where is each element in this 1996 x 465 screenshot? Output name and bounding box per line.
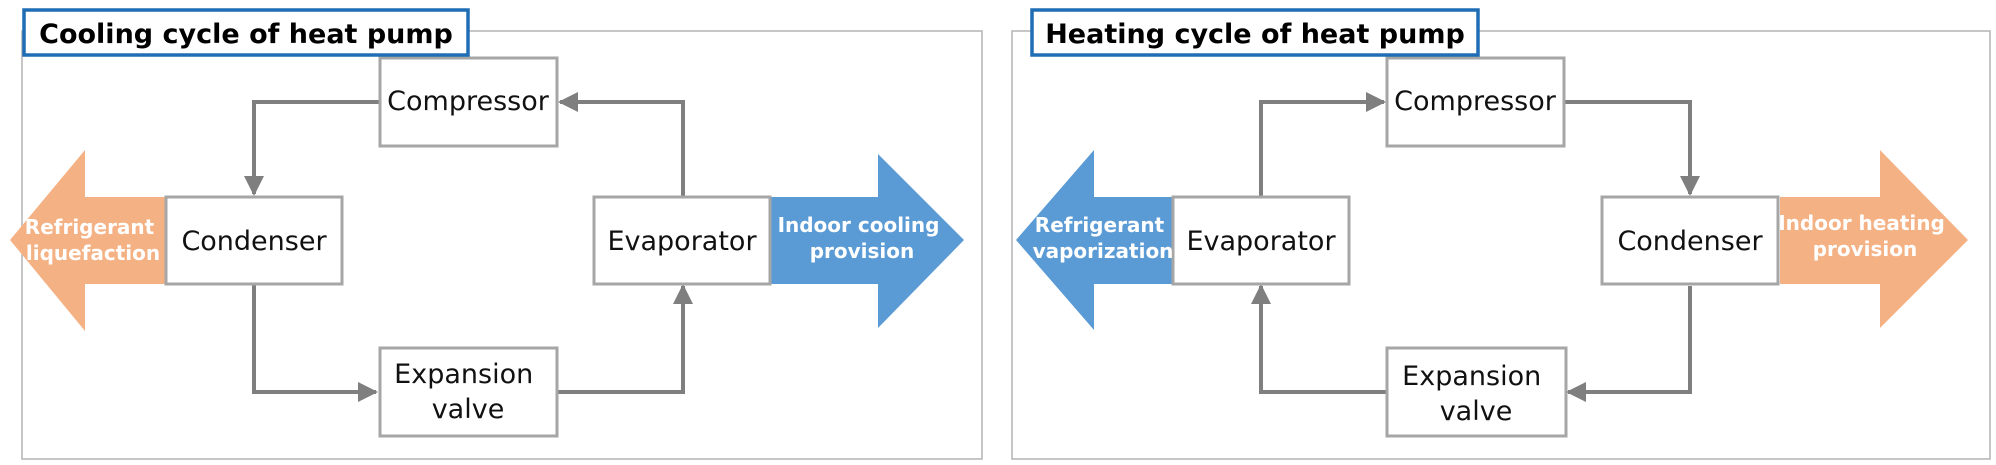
cooling-provision-text: Indoor cooling provision <box>778 213 947 263</box>
cooling-condenser-label: Condenser <box>181 226 327 257</box>
heating-compressor-box <box>1385 56 1566 148</box>
cooling-panel: Compressor Condenser Evaporator Expansio… <box>10 8 983 460</box>
heating-expansion-valve-box <box>1385 346 1568 438</box>
heating-provision-text: Indoor heating provision <box>1778 211 1952 261</box>
cooling-liquefaction-text: Refrigerant liquefaction <box>25 215 161 265</box>
heating-evaporator-box <box>1171 195 1351 286</box>
cooling-evaporator-box <box>592 195 772 286</box>
heating-connector-evaporator-to-compressor <box>1259 92 1386 197</box>
cooling-provision-arrow <box>771 154 964 328</box>
cooling-connector-compressor-to-condenser <box>244 100 380 196</box>
cooling-connector-evaporator-to-compressor <box>558 92 685 197</box>
heating-vaporization-arrow <box>1016 150 1172 330</box>
cooling-connector-expansion-to-evaporator <box>557 284 693 394</box>
heating-condenser-label: Condenser <box>1617 226 1763 257</box>
cooling-connector-condenser-to-expansion <box>252 285 378 402</box>
heating-connector-expansion-to-evaporator <box>1251 284 1386 394</box>
heating-title-box <box>1030 8 1480 57</box>
heating-connector-compressor-to-condenser <box>1564 100 1700 196</box>
cooling-title: Cooling cycle of heat pump <box>39 19 453 50</box>
arrow-labels: Refrigerant liquefaction Indoor cooling … <box>25 211 1952 265</box>
heating-evaporator-label: Evaporator <box>1186 226 1336 257</box>
cooling-liquefaction-arrow <box>10 150 165 331</box>
heating-vaporization-text: Refrigerant vaporization <box>1033 213 1174 263</box>
cooling-expansion-valve-box <box>378 346 559 438</box>
cooling-compressor-label: Compressor <box>387 86 550 117</box>
cooling-expansion-valve-label: Expansion valve <box>394 359 542 425</box>
heating-title: Heating cycle of heat pump <box>1045 19 1465 50</box>
heating-panel: Compressor Evaporator Condenser Expansio… <box>1011 8 1991 460</box>
heating-expansion-valve-label: Expansion valve <box>1402 361 1550 427</box>
heating-compressor-label: Compressor <box>1394 86 1557 117</box>
cooling-compressor-box <box>378 56 559 148</box>
cooling-title-box <box>22 8 470 57</box>
heating-condenser-box <box>1600 195 1780 286</box>
cooling-condenser-box <box>164 195 344 286</box>
heating-panel-frame <box>1011 30 1991 460</box>
cooling-evaporator-label: Evaporator <box>607 226 757 257</box>
heating-provision-arrow <box>1780 150 1968 328</box>
heating-connector-condenser-to-expansion <box>1566 286 1692 402</box>
